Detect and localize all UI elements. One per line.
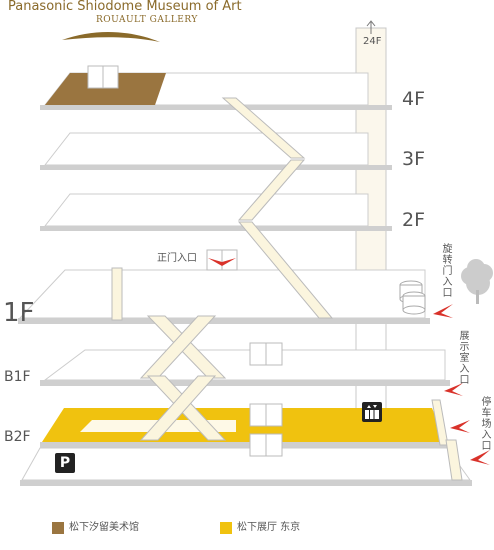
floor-b2f-mid-edge [40,442,447,448]
floor-label-3f: 3F [402,148,426,170]
floor-4f-edge [40,105,392,110]
revolving-door-icon [402,305,426,315]
legend-label-museum: 松下汐留美术馆 [69,522,139,533]
floor-label-b2f: B2F [4,429,31,445]
main-entrance-label: 正门入口 [157,253,197,264]
floor-3f-edge [40,165,392,170]
tree-icon [461,259,493,304]
parking-entrance-label: 停车场入口 [479,396,490,451]
floor-1f-edge [18,318,430,324]
museum-title: Panasonic Shiodome Museum of Art [8,0,242,14]
elevator-icon [362,402,382,422]
floor-label-1f: 1F [3,298,35,328]
parking-entrance-arrow-icon-2 [470,450,490,465]
showroom-area-b2f [42,408,446,442]
museum-area-4f [45,73,166,105]
floor-2f-edge [40,226,392,231]
showroom-entrance-arrow-icon [444,383,463,396]
parking-entrance-arrow-icon-1 [450,420,470,433]
floor-label-4f: 4F [402,88,426,110]
revolving-entrance-arrow-icon [433,304,453,318]
legend-label-showroom: 松下展厅 东京 [237,522,301,533]
revolving-entrance-label: 旋转门入口 [440,243,451,298]
floor-label-b1f: B1F [4,369,31,385]
floor-1f-plate [18,269,426,319]
legend-swatch-showroom [220,522,232,534]
legend-swatch-museum [52,522,64,534]
escalator-b1f-b2f-b [139,375,217,441]
main-entrance-arrow-icon [208,258,236,266]
floor-2f-plate [43,193,369,227]
gallery-subtitle: ROUAULT GALLERY [96,15,198,25]
floor-b2f-edge [20,480,472,486]
escalator-2f-1f [237,221,334,319]
floor-b2f-plate [21,447,471,481]
floor-b1f-edge [40,380,450,386]
floor-3f-plate [43,132,369,166]
escalator-3f-2f [237,159,306,221]
logo-swoosh-icon [62,31,160,42]
floor-label-24f: 24F [363,36,382,47]
parking-icon: P [55,453,75,473]
floor-b1f-plate [43,349,446,381]
floor-label-2f: 2F [402,209,426,231]
escalator-4f-3f [221,97,306,159]
showroom-entrance-label: 展示室入口 [457,330,468,385]
